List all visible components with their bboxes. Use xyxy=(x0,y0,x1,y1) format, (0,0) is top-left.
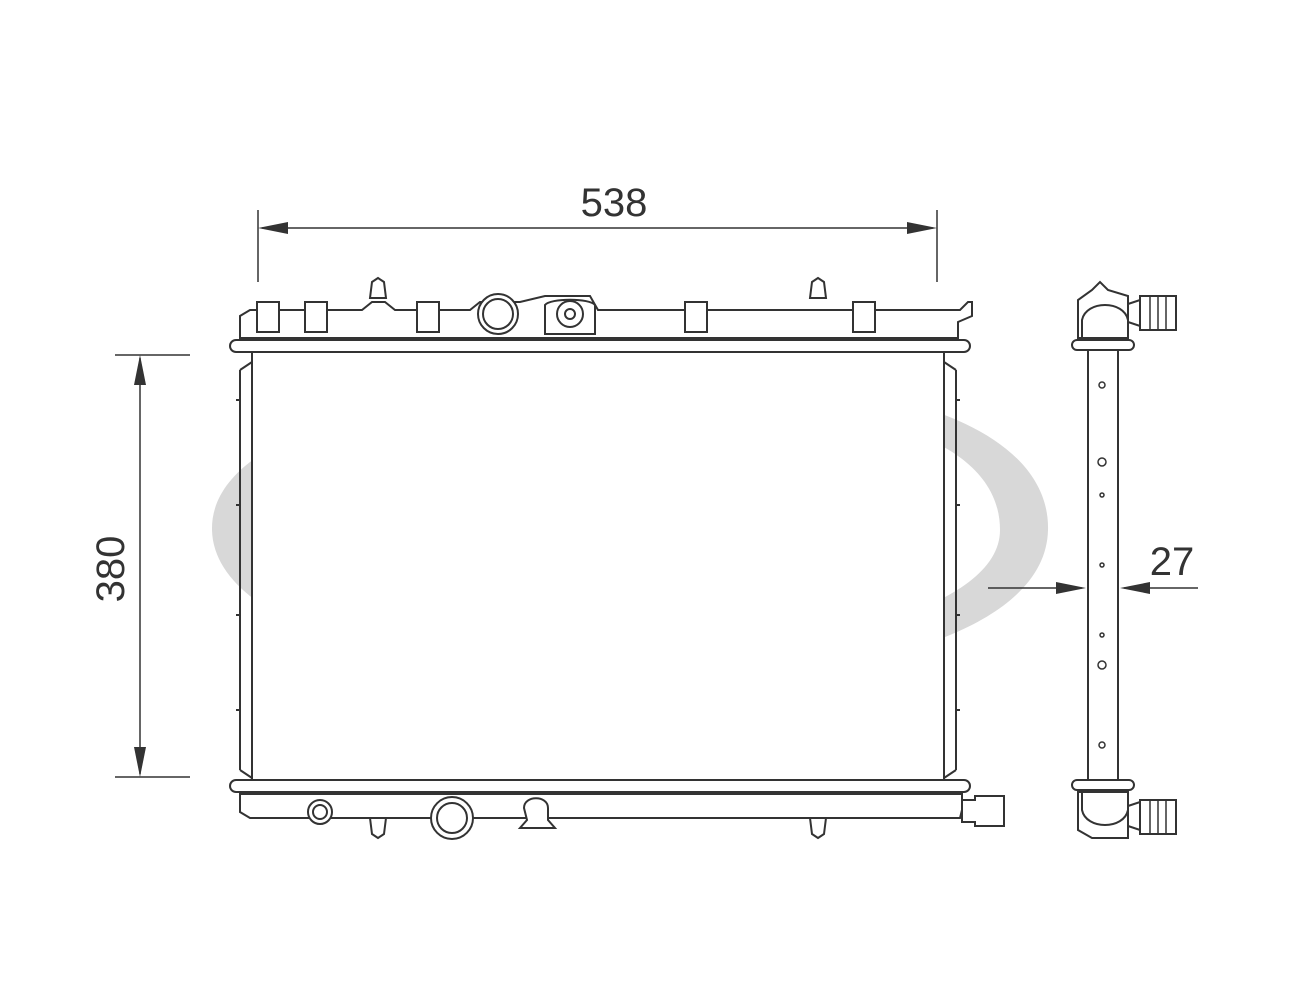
tank-rib xyxy=(684,301,708,333)
arrow-head xyxy=(1120,582,1150,594)
arrow-head xyxy=(1056,582,1086,594)
arrow-head xyxy=(907,222,937,234)
radiator-core xyxy=(251,351,945,781)
width-dimension: 538 xyxy=(257,181,938,282)
depth-dimension: 27 xyxy=(988,540,1198,594)
top-flange xyxy=(229,339,971,353)
bottom-tank xyxy=(239,793,963,819)
tank-rib xyxy=(256,301,280,333)
radiator-front-view xyxy=(229,276,1005,840)
arrow-head xyxy=(134,355,146,385)
tank-rib xyxy=(852,301,876,333)
bottom-flange xyxy=(229,779,971,793)
arrow-head xyxy=(258,222,288,234)
side-holes xyxy=(1097,381,1107,749)
tank-rib xyxy=(416,301,440,333)
height-dimension: 380 xyxy=(89,354,190,778)
bottom-pin-left xyxy=(368,817,388,840)
depth-label: 27 xyxy=(1150,540,1195,584)
bottom-plug xyxy=(307,799,333,825)
side-core xyxy=(1087,349,1119,781)
bottom-outlet xyxy=(961,795,1005,827)
width-label: 538 xyxy=(581,181,648,225)
top-pin-left xyxy=(368,276,388,299)
bottom-pin-right xyxy=(808,817,828,840)
top-pin-right xyxy=(808,276,828,299)
side-bracket-left xyxy=(236,361,253,779)
height-label: 380 xyxy=(89,536,133,603)
radiator-side-view xyxy=(1071,280,1177,839)
tank-rib xyxy=(304,301,328,333)
arrow-head xyxy=(134,747,146,777)
drain-plug xyxy=(517,797,558,829)
side-bracket-right xyxy=(943,361,960,779)
